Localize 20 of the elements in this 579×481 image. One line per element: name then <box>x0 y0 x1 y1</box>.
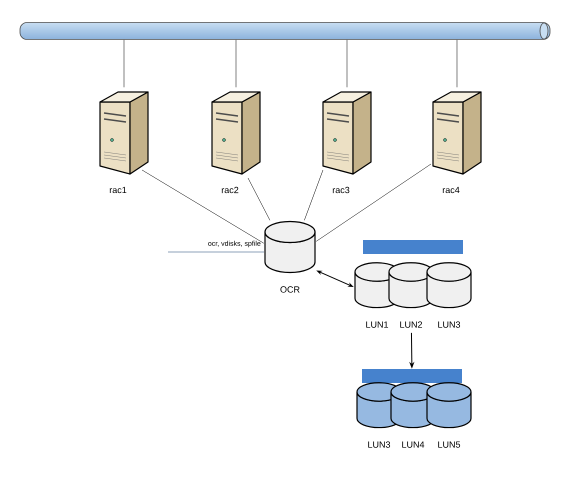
node-label: rac2 <box>222 186 238 194</box>
node-label: rac3 <box>332 186 350 194</box>
connector-line <box>346 40 348 88</box>
node-label: LUN2 <box>400 321 422 328</box>
connector-line <box>248 178 270 221</box>
node-label: rac4 <box>442 186 460 194</box>
node-label: LUN4 <box>402 441 424 448</box>
connector-line <box>316 164 432 242</box>
network-bus <box>20 22 550 40</box>
node-label: LUN3 <box>368 441 390 448</box>
connector-line <box>304 170 324 221</box>
node-label: LUN1 <box>366 321 388 328</box>
storage-band <box>362 368 462 383</box>
node-label: LUN5 <box>438 441 460 448</box>
connector-line <box>142 170 264 244</box>
connector-line <box>456 40 458 88</box>
storage-band <box>363 240 463 254</box>
node-label: OCR <box>280 286 300 293</box>
node-label: rac1 <box>110 186 126 194</box>
node-label: LUN3 <box>438 321 460 328</box>
